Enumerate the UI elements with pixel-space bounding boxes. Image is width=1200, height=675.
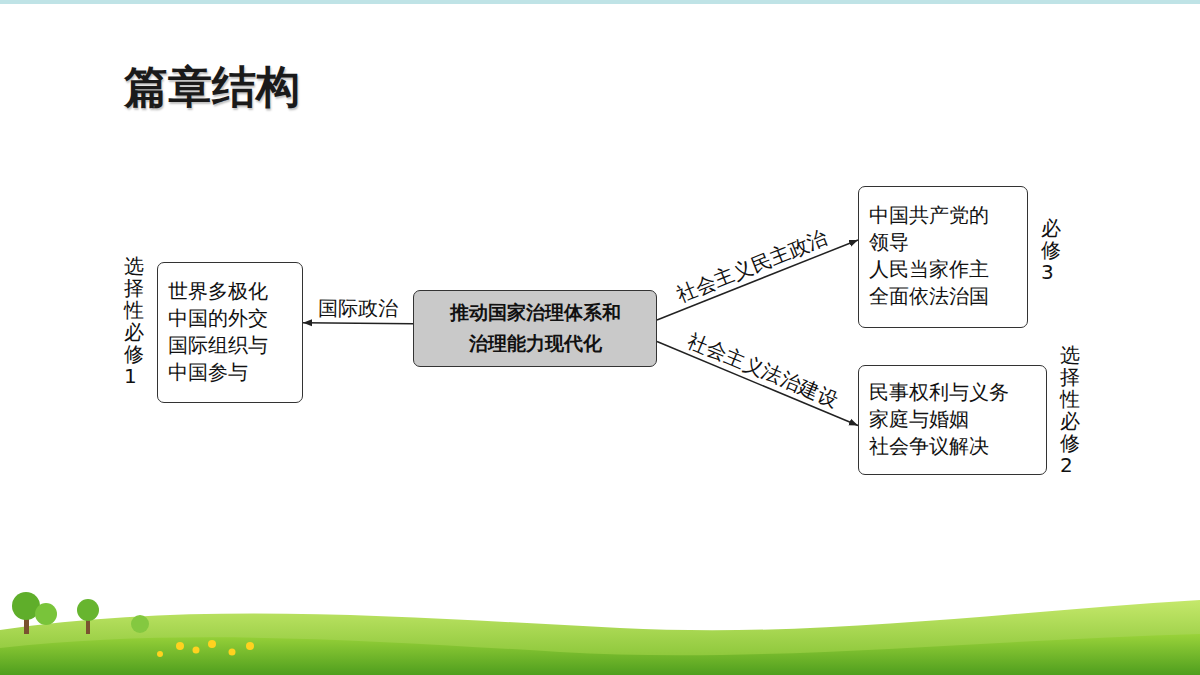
module-label: 必修3 [1041, 217, 1061, 283]
connector-label: 社会主义民主政治 [670, 224, 833, 308]
module-label: 选择性必修2 [1060, 344, 1080, 476]
module-label: 选择性必修1 [124, 255, 144, 387]
box-text: 推动国家治理体系和 治理能力现代化 [424, 297, 646, 358]
box-text: 世界多极化 中国的外交 国际组织与 中国参与 [168, 278, 292, 386]
top-band [0, 0, 1200, 4]
connector-label: 国际政治 [315, 296, 401, 321]
connector-label: 社会主义法治建设 [682, 327, 844, 413]
topic-box: 中国共产党的 领导 人民当家作主 全面依法治国必修3 [858, 186, 1028, 328]
box-text: 中国共产党的 领导 人民当家作主 全面依法治国 [869, 202, 1017, 310]
trees [12, 592, 149, 634]
topic-box: 民事权利与义务 家庭与婚姻 社会争议解决选择性必修2 [858, 365, 1047, 475]
flowers [157, 640, 254, 657]
box-text: 民事权利与义务 家庭与婚姻 社会争议解决 [869, 379, 1036, 460]
near-hill [0, 634, 1200, 675]
connector-arrow [303, 323, 413, 324]
far-hill [0, 600, 1200, 675]
page-title: 篇章结构 [124, 58, 300, 117]
topic-box: 世界多极化 中国的外交 国际组织与 中国参与选择性必修1 [157, 262, 303, 403]
central-topic-box: 推动国家治理体系和 治理能力现代化 [413, 290, 657, 367]
